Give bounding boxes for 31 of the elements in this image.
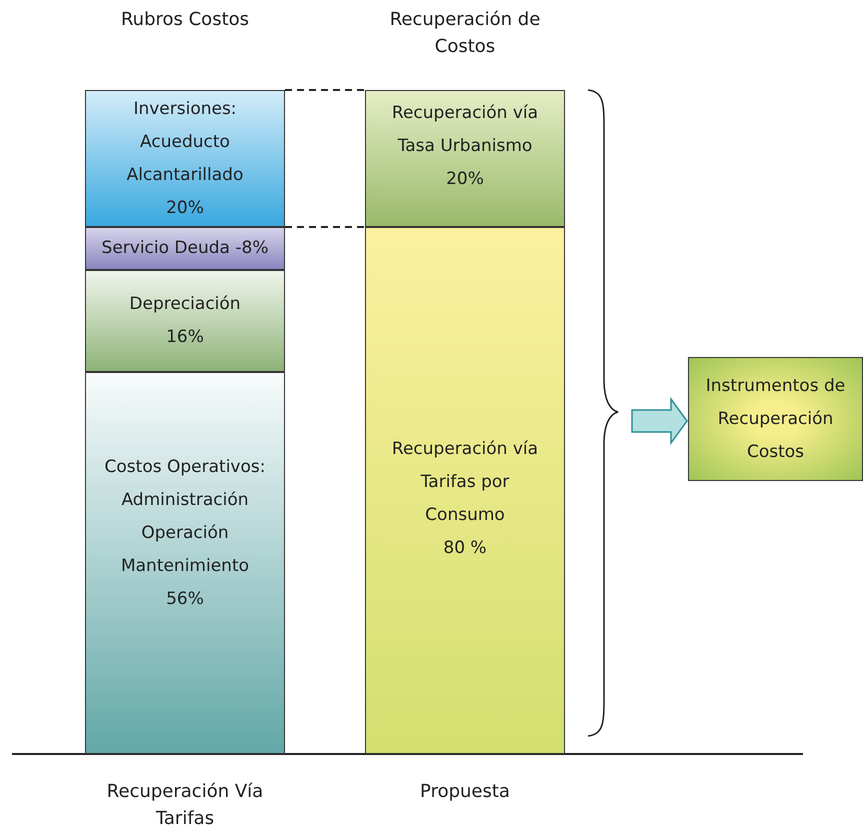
segment-label: Recuperación vía Tarifas por Consumo bbox=[390, 438, 540, 527]
axis-label: Propuesta bbox=[419, 780, 511, 804]
segment-label: 16% bbox=[166, 326, 204, 349]
segment-label: 20% bbox=[166, 196, 204, 220]
axis-label: Recuperación de Costos bbox=[388, 8, 542, 59]
segment-label: Mantenimiento bbox=[120, 555, 250, 578]
segment-label: 80 % bbox=[443, 537, 487, 560]
segment-label: Depreciación bbox=[129, 293, 241, 316]
bar-segment bbox=[365, 90, 565, 227]
bar-segment bbox=[85, 227, 285, 270]
process-box bbox=[688, 357, 863, 481]
bar-segment bbox=[85, 372, 285, 754]
segment-label: Servicio Deuda -8% bbox=[102, 237, 268, 260]
axis-label: Rubros Costos bbox=[120, 8, 250, 32]
segment-label: 20% bbox=[446, 168, 484, 191]
box-label: Instrumentos de Recuperación Costos bbox=[704, 374, 846, 464]
bar-segment bbox=[365, 227, 565, 754]
segment-label: Alcantarillado bbox=[126, 164, 244, 186]
block-arrow bbox=[631, 396, 688, 446]
dashed-connector bbox=[285, 89, 365, 91]
bar-segment bbox=[85, 90, 285, 227]
segment-label: Recuperación vía Tasa Urbanismo bbox=[390, 102, 540, 158]
segment-label: Administración bbox=[121, 489, 249, 512]
segment-label: Inversiones: bbox=[133, 98, 237, 120]
segment-label: 56% bbox=[166, 588, 204, 611]
bar-segment bbox=[85, 270, 285, 372]
segment-label: Operación bbox=[141, 522, 229, 545]
segment-label: Acueducto bbox=[140, 130, 230, 154]
segment-label: Costos Operativos: bbox=[104, 456, 266, 479]
axis-label: Recuperación Vía Tarifas bbox=[106, 780, 264, 831]
dashed-connector bbox=[285, 226, 365, 228]
